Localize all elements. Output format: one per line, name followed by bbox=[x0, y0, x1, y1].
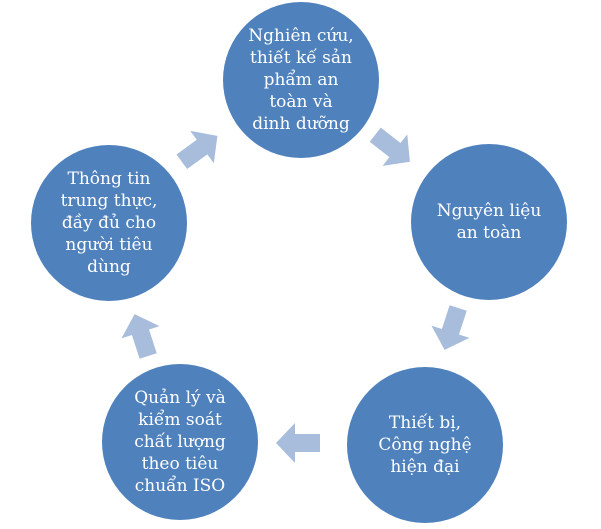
node-equipment-technology-label: Thiết bị, Công nghệ hiện đại bbox=[378, 412, 471, 478]
node-research-design-line: phẩm an bbox=[263, 70, 339, 90]
node-safe-materials-line: Nguyên liệu bbox=[436, 201, 542, 221]
node-consumer-information-line: người tiêu bbox=[65, 235, 153, 255]
node-equipment-technology: Thiết bị, Công nghệ hiện đại bbox=[347, 367, 503, 523]
node-safe-materials-line: an toàn bbox=[456, 223, 522, 243]
node-safe-materials: Nguyên liệu an toàn bbox=[411, 144, 567, 300]
node-quality-management-line: chất lượng bbox=[134, 432, 226, 452]
node-consumer-information-line: Thông tin bbox=[67, 169, 151, 189]
arrow-icon bbox=[176, 130, 218, 170]
node-research-design: Nghiên cứu, thiết kế sản phẩm an toàn và… bbox=[223, 2, 379, 158]
node-research-design-line: toàn và bbox=[269, 92, 333, 112]
node-consumer-information-line: dùng bbox=[87, 257, 131, 277]
node-consumer-information-line: đầy đủ cho bbox=[61, 213, 157, 233]
node-research-design-label: Nghiên cứu, thiết kế sản phẩm an toàn và… bbox=[248, 25, 353, 135]
node-quality-management-label: Quản lý và kiểm soát chất lượng theo tiê… bbox=[134, 387, 226, 497]
node-research-design-line: dinh dưỡng bbox=[252, 114, 350, 134]
node-consumer-information: Thông tin trung thực, đầy đủ cho người t… bbox=[31, 145, 187, 301]
arrow-icon bbox=[276, 423, 320, 463]
node-safe-materials-label: Nguyên liệu an toàn bbox=[437, 200, 542, 244]
arrow-icon bbox=[121, 314, 160, 359]
node-equipment-technology-line: hiện đại bbox=[390, 457, 460, 477]
arrow-icon bbox=[431, 305, 470, 350]
node-equipment-technology-line: Công nghệ bbox=[378, 435, 472, 455]
node-consumer-information-line: trung thực, bbox=[60, 191, 158, 211]
node-equipment-technology-line: Thiết bị, bbox=[388, 413, 462, 433]
arrow-icon bbox=[369, 127, 410, 166]
node-quality-management-line: chuẩn ISO bbox=[134, 476, 226, 496]
node-research-design-line: thiết kế sản bbox=[250, 48, 352, 68]
node-quality-management: Quản lý và kiểm soát chất lượng theo tiê… bbox=[102, 364, 258, 520]
node-quality-management-line: kiểm soát bbox=[138, 410, 222, 430]
node-quality-management-line: Quản lý và bbox=[134, 388, 226, 408]
node-quality-management-line: theo tiêu bbox=[141, 454, 219, 474]
node-research-design-line: Nghiên cứu, bbox=[248, 26, 354, 46]
node-consumer-information-label: Thông tin trung thực, đầy đủ cho người t… bbox=[61, 168, 158, 278]
